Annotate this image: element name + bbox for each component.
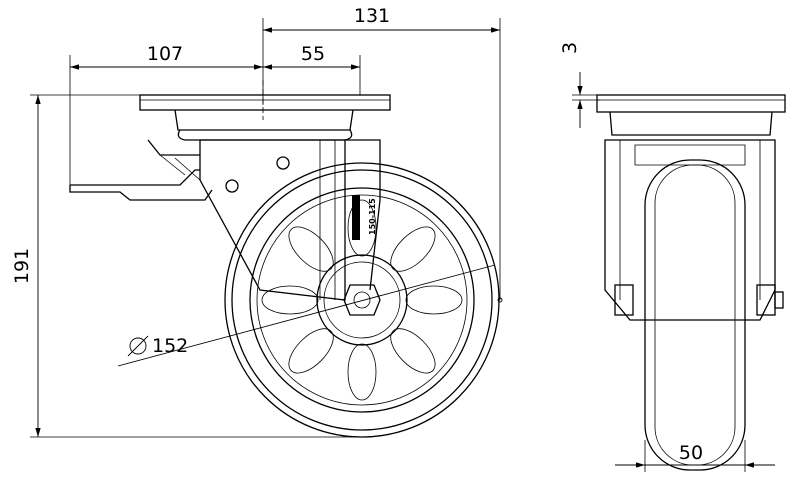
dimension-label-152: 152 <box>152 335 188 357</box>
top-plate <box>139 94 391 141</box>
front-plate <box>596 94 786 136</box>
dimension-131: 131 <box>262 5 501 300</box>
brake-lever <box>69 139 213 201</box>
dimension-191: 191 <box>11 94 362 438</box>
dimension-diameter-152: 152 <box>117 264 496 367</box>
wheel-front <box>644 159 746 471</box>
dimension-50: 50 <box>615 440 775 472</box>
dimension-55: 55 <box>263 43 361 95</box>
fork <box>199 139 381 301</box>
dimension-107: 107 <box>69 43 263 192</box>
brand-logo <box>352 195 360 240</box>
dimension-label-55: 55 <box>301 43 325 65</box>
dimension-label-131: 131 <box>354 5 390 27</box>
wheel-side <box>224 162 503 438</box>
wheel-marking: 150-115 <box>352 195 377 240</box>
dimension-label-107: 107 <box>147 43 183 65</box>
dimension-3: 3 <box>559 42 600 128</box>
side-view: 131 107 55 191 152 <box>11 5 503 438</box>
wheel-marking-label: 150-115 <box>368 198 377 235</box>
wheel-spokes <box>261 199 463 401</box>
front-fork <box>604 139 784 321</box>
dimension-label-3: 3 <box>559 42 581 54</box>
front-view: 3 50 <box>559 42 786 472</box>
dimension-label-50: 50 <box>679 442 703 464</box>
dimension-label-191: 191 <box>11 248 33 284</box>
axle-nut <box>343 284 381 316</box>
